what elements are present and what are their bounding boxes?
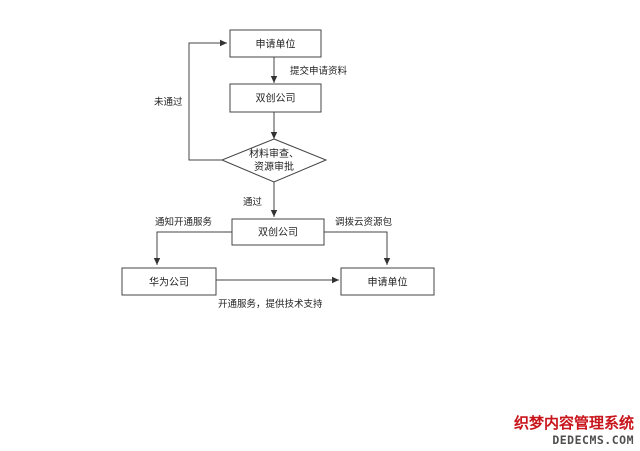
arrow-to-applicant-bottom [324, 231, 391, 265]
node-review-line1: 材料审查、 [249, 147, 299, 160]
edge-label-allocate-resources: 调拨云资源包 [335, 216, 393, 228]
edge-label-notify-service: 通知开通服务 [155, 216, 213, 228]
node-applicant-bottom: 申请单位 [340, 267, 435, 296]
node-shuangchuang-top-label: 双创公司 [256, 92, 296, 105]
node-applicant-top: 申请单位 [229, 29, 322, 58]
connectors [153, 39, 391, 284]
node-applicant-bottom-label: 申请单位 [368, 276, 408, 289]
edge-label-open-service-support: 开通服务，提供技术支持 [218, 298, 323, 310]
watermark-domain: DEDECMS.COM [552, 433, 634, 447]
arrow-not-passed-loop [188, 39, 227, 161]
node-review-decision: 材料审查、 资源审批 [220, 138, 328, 183]
node-shuangchuang-top: 双创公司 [229, 83, 322, 113]
watermark: 织梦内容管理系统 DEDECMS.COM [514, 414, 634, 447]
node-applicant-top-label: 申请单位 [256, 38, 296, 51]
edge-label-submit-materials: 提交申请资料 [290, 65, 348, 77]
edge-label-passed: 通过 [243, 196, 263, 208]
node-review-line2: 资源审批 [254, 160, 294, 173]
node-huawei-label: 华为公司 [149, 276, 189, 289]
watermark-title: 织梦内容管理系统 [514, 414, 634, 432]
edge-label-not-passed: 未通过 [154, 96, 183, 108]
node-shuangchuang-mid: 双创公司 [231, 218, 325, 246]
node-shuangchuang-mid-label: 双创公司 [258, 226, 298, 239]
arrow-to-huawei [153, 231, 232, 265]
node-huawei: 华为公司 [121, 267, 217, 296]
